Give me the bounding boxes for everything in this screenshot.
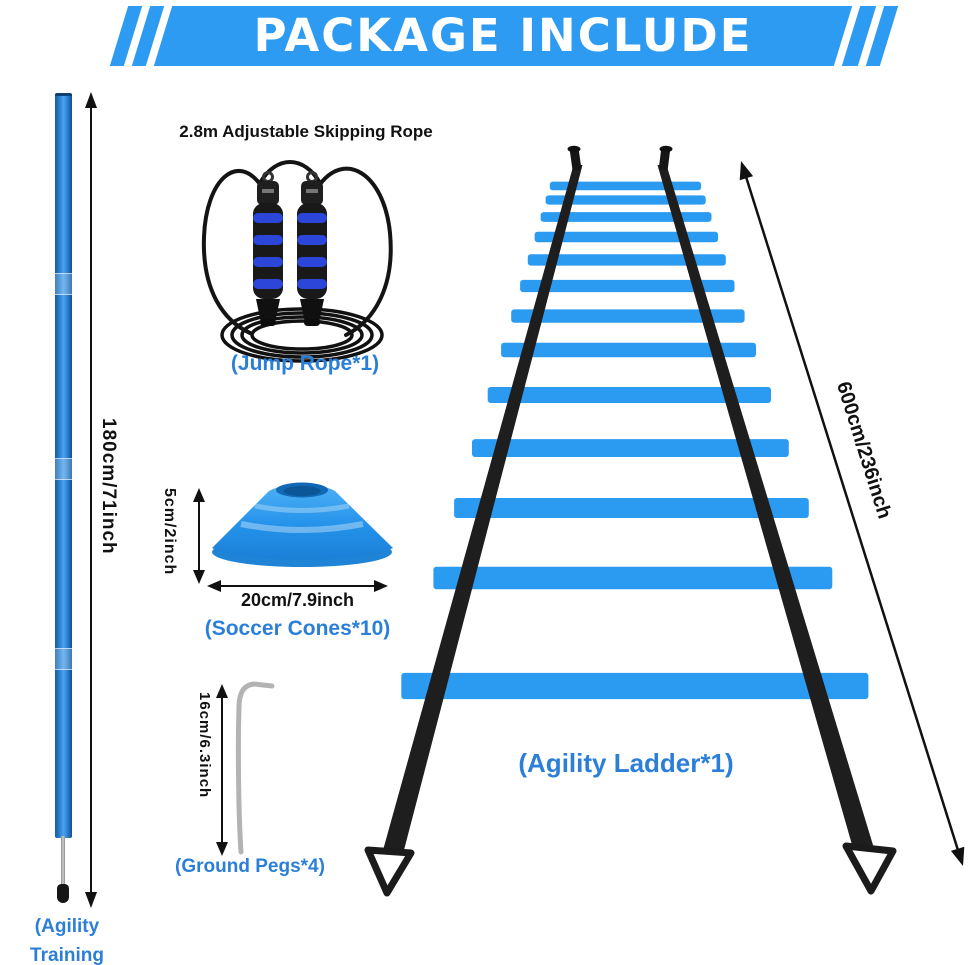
rope-coil bbox=[220, 307, 384, 363]
ground-peg-graphic bbox=[235, 681, 275, 855]
jump-rope-heading: 2.8m Adjustable Skipping Rope bbox=[179, 122, 433, 141]
ladder-rung bbox=[545, 195, 706, 205]
peg-length-label: 16cm/6.3inch bbox=[196, 692, 213, 799]
pole-joint bbox=[55, 648, 72, 670]
ladder-triangle-rings bbox=[364, 842, 897, 897]
ladder-rung bbox=[520, 279, 735, 293]
ladder-rung bbox=[501, 342, 756, 358]
ladder-rung bbox=[527, 254, 726, 266]
cone-width-label: 20cm/7.9inch bbox=[240, 590, 355, 610]
pole-joint bbox=[55, 273, 72, 295]
pole-joint bbox=[55, 458, 72, 480]
poles-caption-line1: (Agility Training bbox=[30, 916, 104, 965]
cone-width-arrow bbox=[207, 580, 388, 592]
ladder-rungs bbox=[401, 181, 869, 700]
ladder-rung bbox=[487, 387, 771, 403]
cone-height-label: 5cm/2inch bbox=[161, 488, 178, 576]
ladder-right-strap bbox=[657, 165, 875, 850]
pole-spike bbox=[61, 836, 65, 888]
jump-rope-graphic bbox=[201, 160, 393, 363]
ladder-length-arrow bbox=[739, 161, 965, 866]
header-banner: PACKAGE INCLUDE bbox=[105, 4, 905, 70]
ladder-left-strap bbox=[382, 165, 583, 852]
pegs-caption: (Ground Pegs*4) bbox=[175, 856, 325, 877]
cone-height-arrow bbox=[193, 488, 205, 584]
ladder-top-tabs bbox=[567, 145, 673, 171]
cones-caption: (Soccer Cones*10) bbox=[204, 617, 391, 640]
disc-cone-graphic bbox=[212, 482, 393, 567]
pole-spike-tip bbox=[57, 884, 69, 903]
pole-height-arrow bbox=[85, 92, 97, 908]
ladder-rung bbox=[433, 566, 833, 590]
ladder-rung bbox=[401, 672, 869, 700]
ladder-rung bbox=[472, 439, 789, 457]
rope-handles bbox=[253, 171, 327, 326]
ladder-caption: (Agility Ladder*1) bbox=[518, 748, 734, 778]
training-pole-graphic bbox=[55, 93, 72, 838]
poster-title: PACKAGE INCLUDE bbox=[253, 9, 753, 62]
poles-caption: (Agility Training Poles*6) bbox=[0, 912, 137, 965]
ladder-length-label: 600cm/236inch bbox=[832, 379, 896, 521]
ladder-rung bbox=[540, 212, 712, 222]
ladder-rung bbox=[534, 231, 719, 243]
peg-length-arrow bbox=[216, 684, 228, 856]
ladder-rung bbox=[511, 309, 745, 323]
jump-rope-caption: (Jump Rope*1) bbox=[230, 352, 380, 375]
pole-dimension-label: 180cm/71inch bbox=[98, 418, 119, 555]
ladder-rung bbox=[454, 498, 809, 518]
